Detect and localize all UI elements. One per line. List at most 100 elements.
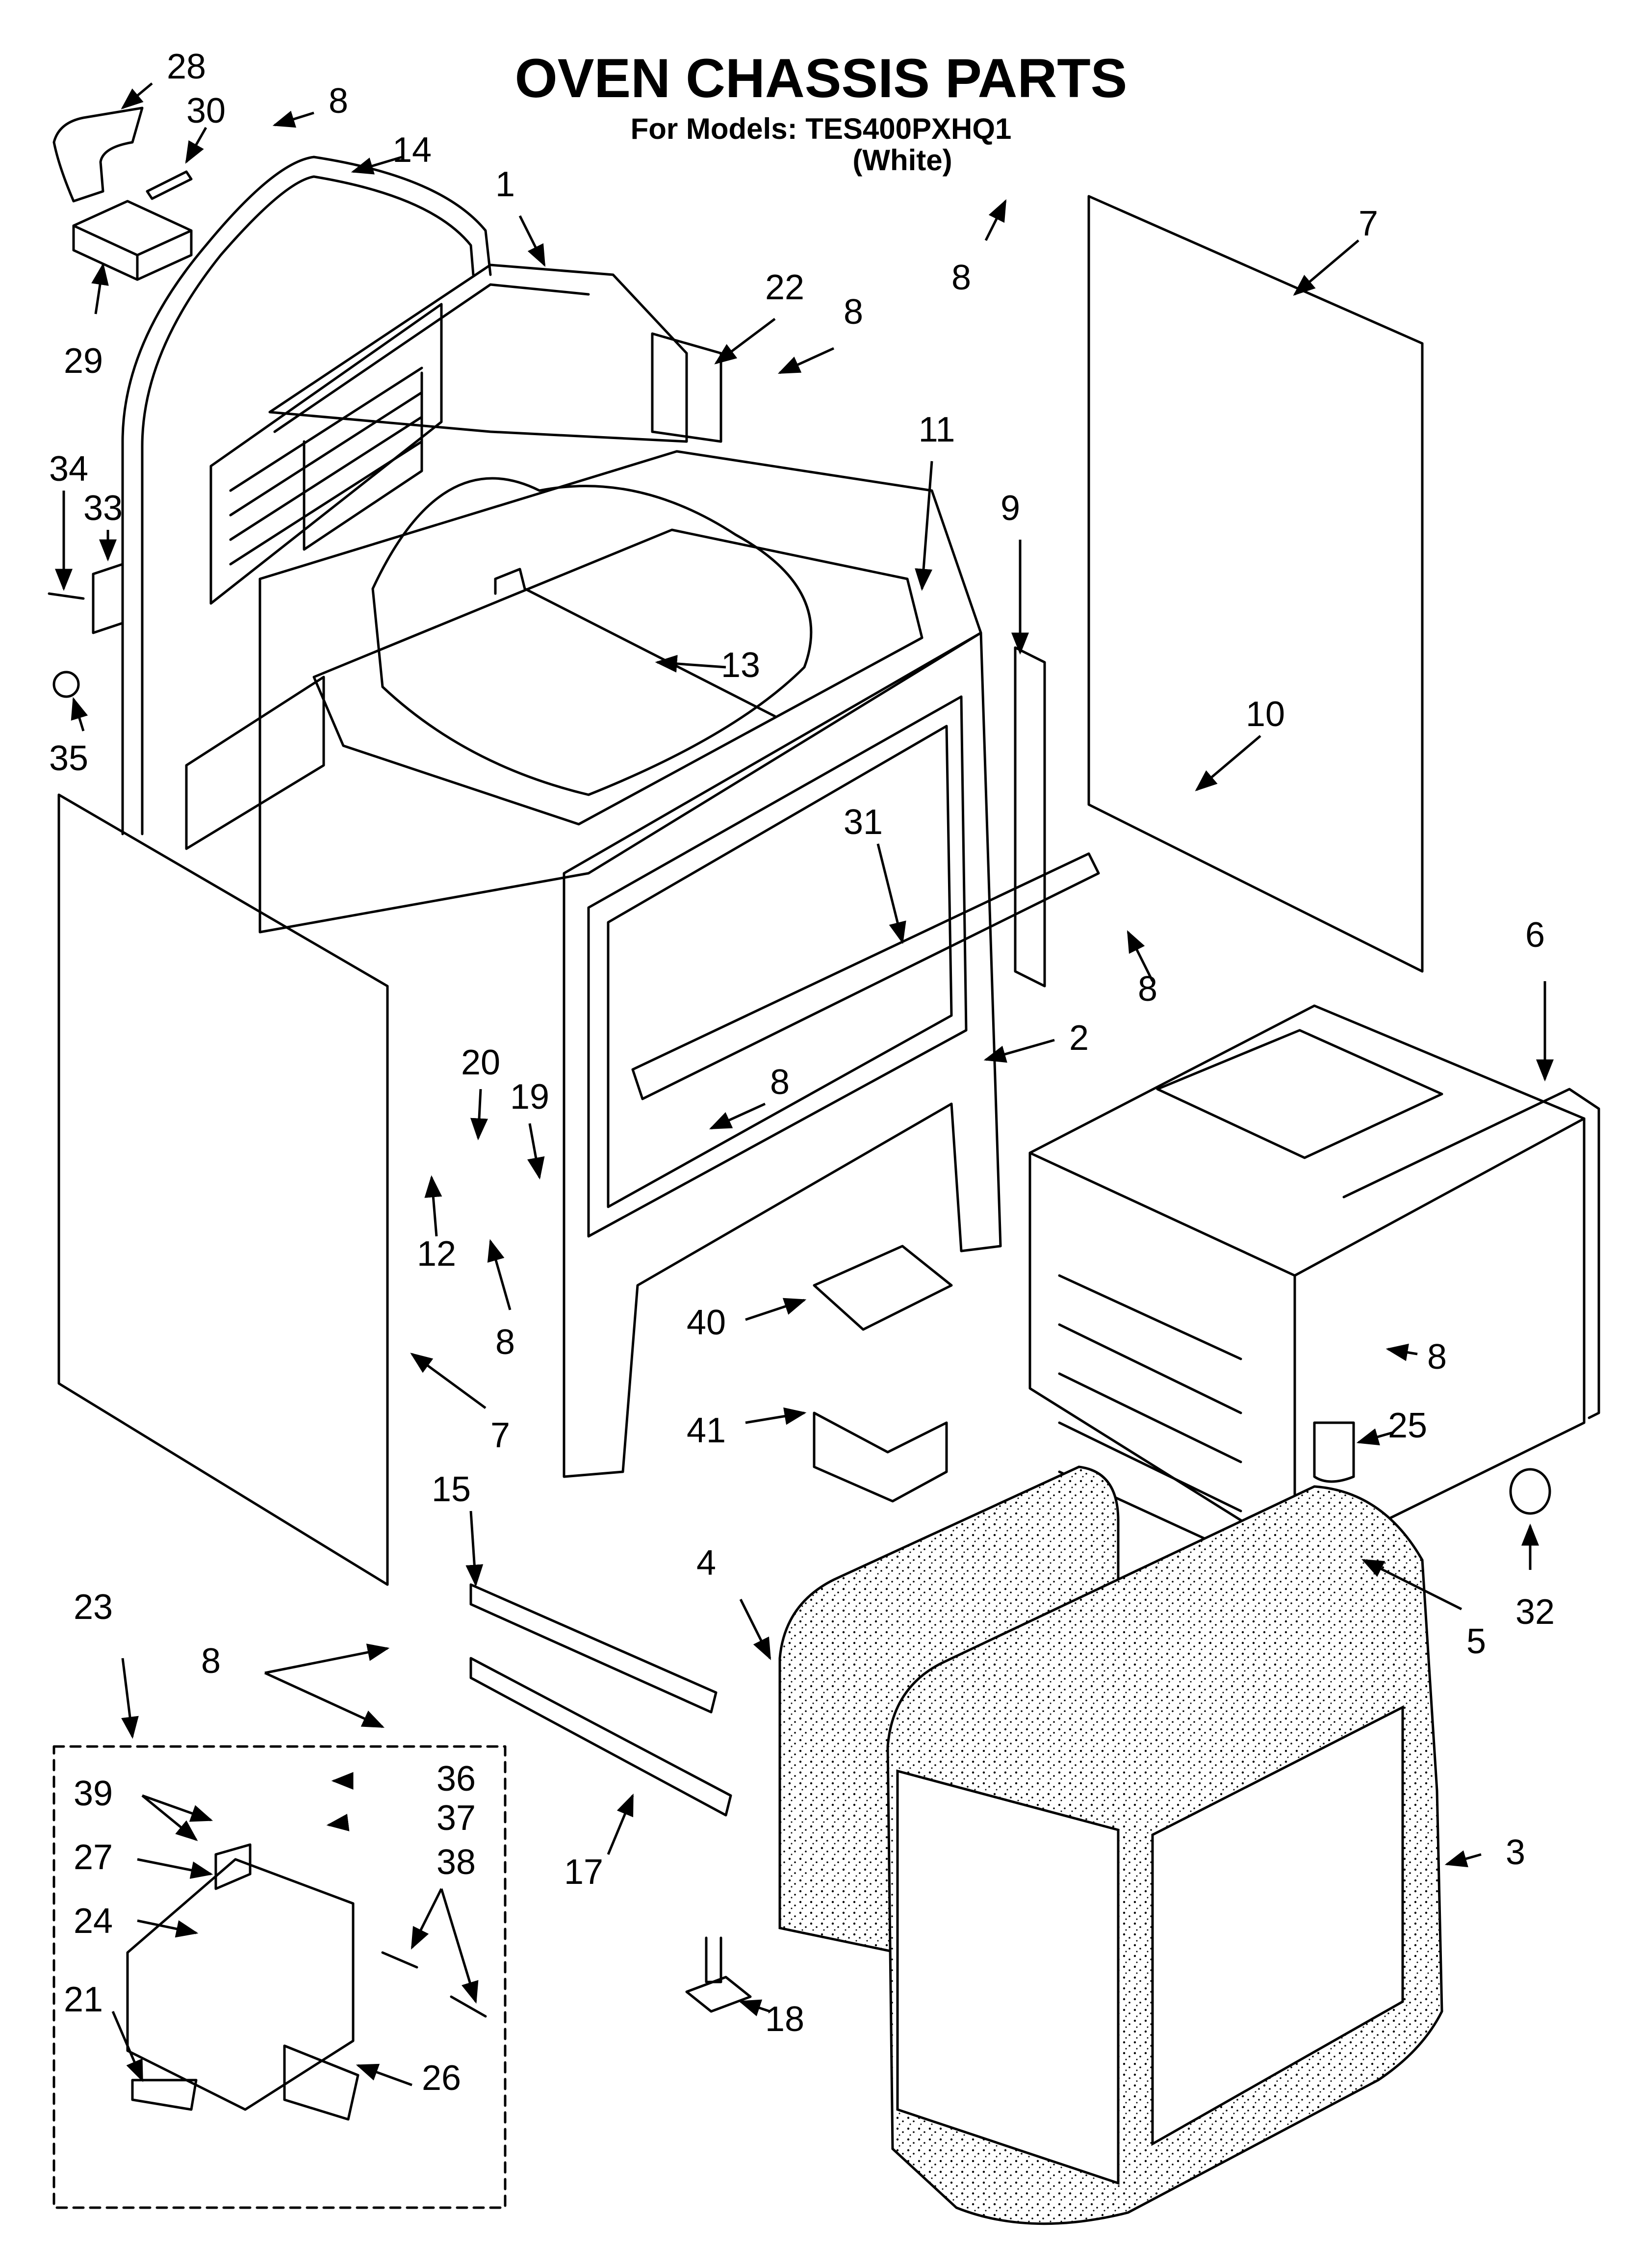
leader-8c — [777, 347, 835, 374]
motor-26 — [283, 2044, 359, 2121]
callout-5: 5 — [1466, 1622, 1486, 1661]
callout-4: 4 — [696, 1543, 716, 1583]
callout-8: 8 — [951, 258, 971, 297]
leader-13 — [655, 654, 726, 673]
color-subtitle: (White) — [852, 144, 952, 177]
callout-18: 18 — [765, 2000, 804, 2039]
callout-39: 39 — [74, 1774, 113, 1813]
leader-17 — [607, 1793, 634, 1855]
pad-29 — [72, 200, 193, 281]
diagram-title: OVEN CHASSIS PARTS — [514, 48, 1128, 109]
leader-30 — [185, 127, 207, 164]
leader-29 — [91, 262, 109, 314]
leader-5 — [1361, 1559, 1462, 1611]
callout-8: 8 — [1427, 1337, 1447, 1377]
leader-8e — [709, 1102, 766, 1130]
leader-15 — [465, 1511, 484, 1587]
callout-9: 9 — [1001, 489, 1020, 528]
side-panel-7-right — [1087, 195, 1424, 973]
hinge-33 — [92, 563, 124, 634]
callout-25: 25 — [1388, 1406, 1427, 1445]
tube-14-inner — [141, 175, 475, 835]
back-panel — [209, 303, 443, 605]
callout-26: 26 — [422, 2059, 461, 2098]
oven-cavity-5 — [1028, 1004, 1586, 1562]
callout-22: 22 — [765, 268, 804, 307]
switch-27 — [214, 1843, 252, 1890]
leader-4 — [739, 1598, 771, 1661]
callout-36: 36 — [436, 1759, 476, 1799]
leader-19 — [527, 1123, 545, 1180]
callout-7: 7 — [490, 1416, 510, 1455]
leader-10 — [1195, 735, 1261, 791]
leader-41 — [745, 1407, 807, 1425]
callout-32: 32 — [1515, 1592, 1555, 1632]
bracket-24 — [126, 1858, 355, 2111]
hinge-22 — [651, 332, 722, 443]
callout-6: 6 — [1525, 915, 1545, 955]
blanket-3-opening — [896, 1769, 1120, 2185]
front-frame-2 — [563, 631, 1002, 1478]
callout-37: 37 — [436, 1799, 476, 1838]
element-25 — [1313, 1421, 1355, 1483]
box-41 — [813, 1411, 948, 1503]
leader-7a — [1293, 239, 1360, 296]
rack-supports — [1058, 1274, 1242, 1557]
screw-34 — [48, 592, 85, 600]
screw-38 — [381, 1951, 487, 2018]
callout-14: 14 — [392, 130, 432, 170]
callout-23: 23 — [74, 1588, 113, 1627]
leader-23 — [121, 1658, 139, 1739]
leader-26 — [356, 2063, 412, 2086]
knob-32 — [1509, 1468, 1551, 1515]
callout-31: 31 — [844, 803, 883, 842]
leader-35 — [71, 697, 88, 731]
callout-19: 19 — [510, 1077, 549, 1117]
leader-8a — [272, 110, 314, 128]
leader-39b — [141, 1795, 198, 1841]
leader-28 — [121, 82, 153, 109]
callout-21: 21 — [64, 1980, 103, 2019]
leader-25 — [1356, 1428, 1393, 1446]
leader-18 — [738, 1999, 770, 2016]
callout-3: 3 — [1506, 1833, 1525, 1872]
rack-6 — [1342, 1088, 1600, 1419]
leader-8b — [984, 199, 1007, 241]
leader-2 — [983, 1039, 1055, 1063]
callout-35: 35 — [49, 739, 88, 778]
callout-1: 1 — [495, 165, 515, 204]
rod-13 — [494, 568, 776, 718]
latch-21 — [131, 2079, 198, 2111]
callout-34: 34 — [49, 449, 88, 489]
leader-22 — [714, 318, 776, 365]
callout-20: 20 — [461, 1043, 500, 1082]
callout-8: 8 — [1138, 969, 1157, 1009]
trim-cap-28 — [52, 106, 144, 203]
callout-33: 33 — [83, 489, 123, 528]
callout-15: 15 — [432, 1470, 471, 1509]
callout-17: 17 — [564, 1852, 603, 1892]
chassis-11 — [258, 450, 982, 934]
leader-21 — [111, 2011, 144, 2083]
side-panel-7-left — [57, 793, 389, 1586]
leader-8f — [487, 1239, 512, 1310]
callout-2: 2 — [1069, 1018, 1089, 1058]
top-frame-1 — [268, 263, 688, 443]
leader-8i — [264, 1671, 385, 1728]
nut-35 — [52, 671, 80, 698]
leader-20 — [470, 1089, 488, 1141]
lower-back-panel — [185, 676, 325, 850]
callout-29: 29 — [64, 341, 103, 381]
leader-8g — [1385, 1343, 1418, 1361]
callout-40: 40 — [687, 1303, 726, 1342]
leader-8h — [264, 1643, 390, 1674]
leader-38a — [410, 1888, 443, 1950]
callout-38: 38 — [436, 1843, 476, 1882]
leader-3 — [1444, 1850, 1482, 1868]
callout-11: 11 — [919, 410, 955, 449]
callout-24: 24 — [74, 1902, 113, 1941]
leader-12 — [424, 1175, 442, 1237]
